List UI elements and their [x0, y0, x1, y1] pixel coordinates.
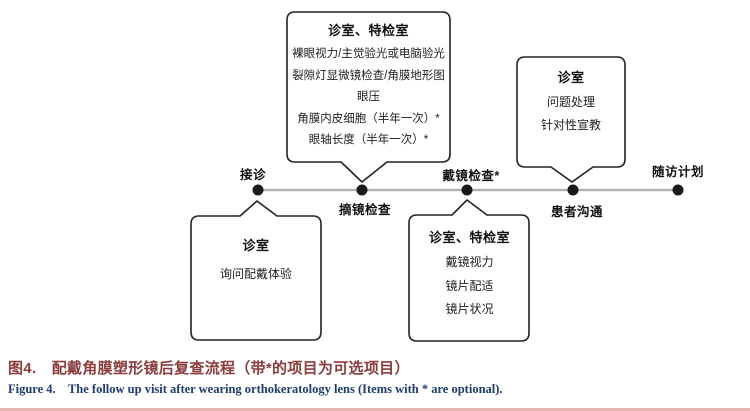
bubble-title: 诊室、特检室 [428, 230, 510, 245]
bubble-bottom-left-outline [190, 200, 322, 341]
timeline-dot-1 [252, 184, 264, 196]
bubble-title: 诊室 [557, 70, 585, 85]
timeline-dot-3 [461, 184, 473, 196]
bubble-top-middle: 诊室、特检室 裸眼视力/主觉验光或电脑验光 裂隙灯显微镜检查/角膜地形图 眼压 … [288, 23, 449, 152]
bubble-item: 戴镜视力 [445, 255, 494, 269]
timeline-label-zhaijing-jiancha: 摘镜检查 [338, 203, 391, 217]
timeline-label-huanzhe-goutong: 患者沟通 [550, 205, 603, 219]
bubble-bottom-middle-outline [408, 199, 530, 342]
bubble-item: 裂隙灯显微镜检查/角膜地形图 [292, 69, 445, 82]
bubble-item: 眼压 [357, 91, 380, 103]
bubble-top-middle-outline [286, 11, 451, 183]
bubble-item: 镜片状况 [445, 302, 494, 316]
timeline-label-suifang-jihua: 随访计划 [651, 165, 704, 179]
timeline-dot-5 [672, 184, 684, 196]
timeline-dot-4 [567, 184, 579, 196]
timeline-label-jiezhen: 接诊 [239, 168, 266, 182]
bubble-item: 裸眼视力/主觉验光或电脑验光 [292, 48, 445, 60]
bubble-item: 问题处理 [546, 95, 595, 109]
bubble-item: 角膜内皮细胞（半年一次）* [297, 112, 440, 125]
bubble-item: 镜片配适 [445, 278, 494, 293]
bubble-title: 诊室 [242, 238, 270, 253]
bubble-title: 诊室、特检室 [327, 23, 409, 38]
bubble-bottom-left: 诊室 询问配戴体验 [191, 238, 321, 286]
bubble-item: 针对性宣教 [540, 118, 601, 132]
bubble-top-right-outline [516, 56, 626, 183]
bubble-item: 询问配戴体验 [219, 267, 292, 281]
timeline-dot-2 [356, 184, 368, 196]
bubble-top-right: 诊室 问题处理 针对性宣教 [517, 70, 625, 137]
figure-caption-en: Figure 4. The follow up visit after wear… [8, 382, 503, 396]
timeline-label-daijing-jiancha: 戴镜检查* [442, 169, 500, 183]
page-bottom-rule [0, 408, 750, 411]
figure-caption-zh: 图4. 配戴角膜塑形镜后复查流程（带*的项目为可选项目） [8, 360, 410, 377]
bubble-item: 眼轴长度（半年一次）* [308, 134, 429, 146]
bubble-bottom-middle: 诊室、特检室 戴镜视力 镜片配适 镜片状况 [409, 230, 530, 322]
